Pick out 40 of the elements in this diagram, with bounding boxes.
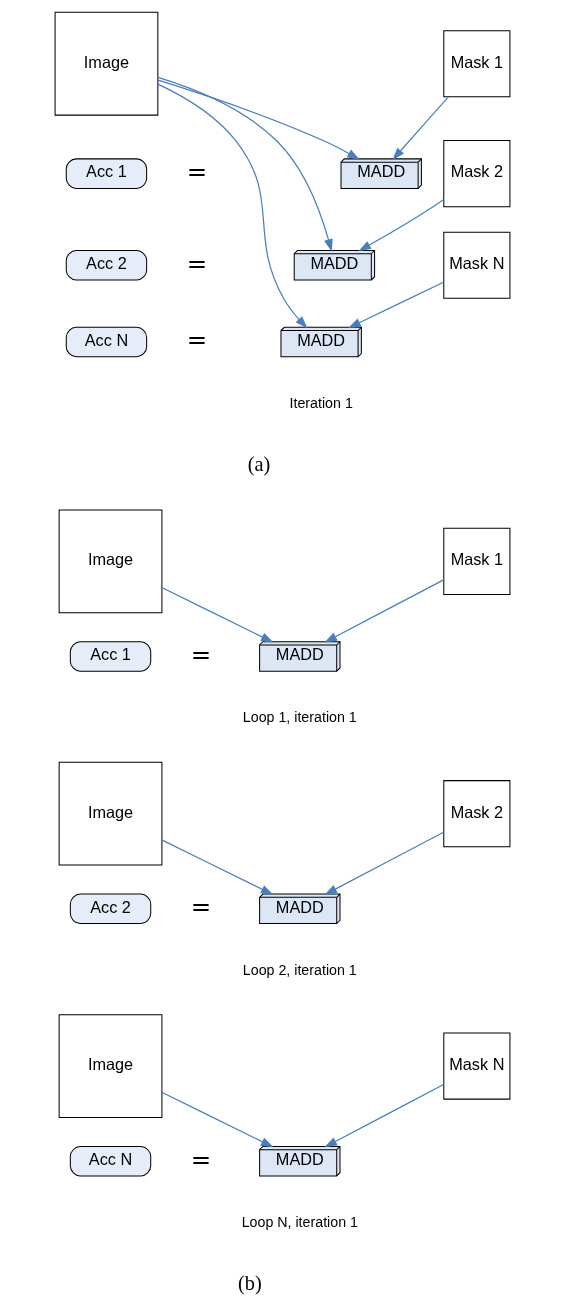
- node-box: Image: [58, 509, 162, 614]
- label: Loop 1, iteration 1: [242, 709, 357, 726]
- arrow: [161, 839, 273, 895]
- node-box: Mask 2: [442, 780, 510, 848]
- node-box: Acc 2: [69, 893, 151, 925]
- label: =: [186, 248, 207, 278]
- label: =: [186, 325, 207, 355]
- node-box: Acc 1: [65, 158, 147, 189]
- arrow: [347, 281, 444, 329]
- arrow: [357, 198, 444, 252]
- node-box: Mask N: [442, 231, 510, 299]
- label: (b): [237, 1272, 262, 1295]
- node-box: Mask 2: [442, 140, 510, 208]
- label: =: [190, 1144, 211, 1174]
- label: Iteration 1: [289, 394, 353, 411]
- arrow: [157, 79, 360, 160]
- label: =: [186, 156, 207, 186]
- arrow: [156, 83, 307, 329]
- node-box: Acc N: [65, 326, 147, 358]
- label: Loop N, iteration 1: [241, 1214, 358, 1231]
- arrow: [391, 96, 449, 161]
- arrow: [323, 831, 444, 895]
- arrow: [156, 76, 333, 252]
- node-box: Image: [58, 761, 162, 866]
- node-box: Acc 2: [65, 249, 147, 281]
- node-box: Mask 1: [442, 527, 510, 595]
- arrow: [161, 587, 273, 643]
- label: =: [190, 892, 211, 922]
- arrow: [323, 1083, 444, 1148]
- label: Loop 2, iteration 1: [242, 961, 357, 978]
- node-box: Acc 1: [69, 641, 151, 672]
- node-box: Mask N: [442, 1032, 510, 1100]
- arrow: [323, 579, 444, 643]
- node-box: Image: [58, 1014, 162, 1118]
- label: (a): [247, 453, 270, 476]
- node-box: Image: [54, 11, 158, 116]
- node-box: Acc N: [69, 1145, 151, 1177]
- node-box: Mask 1: [442, 30, 510, 98]
- arrow: [161, 1091, 273, 1148]
- label: =: [190, 639, 211, 669]
